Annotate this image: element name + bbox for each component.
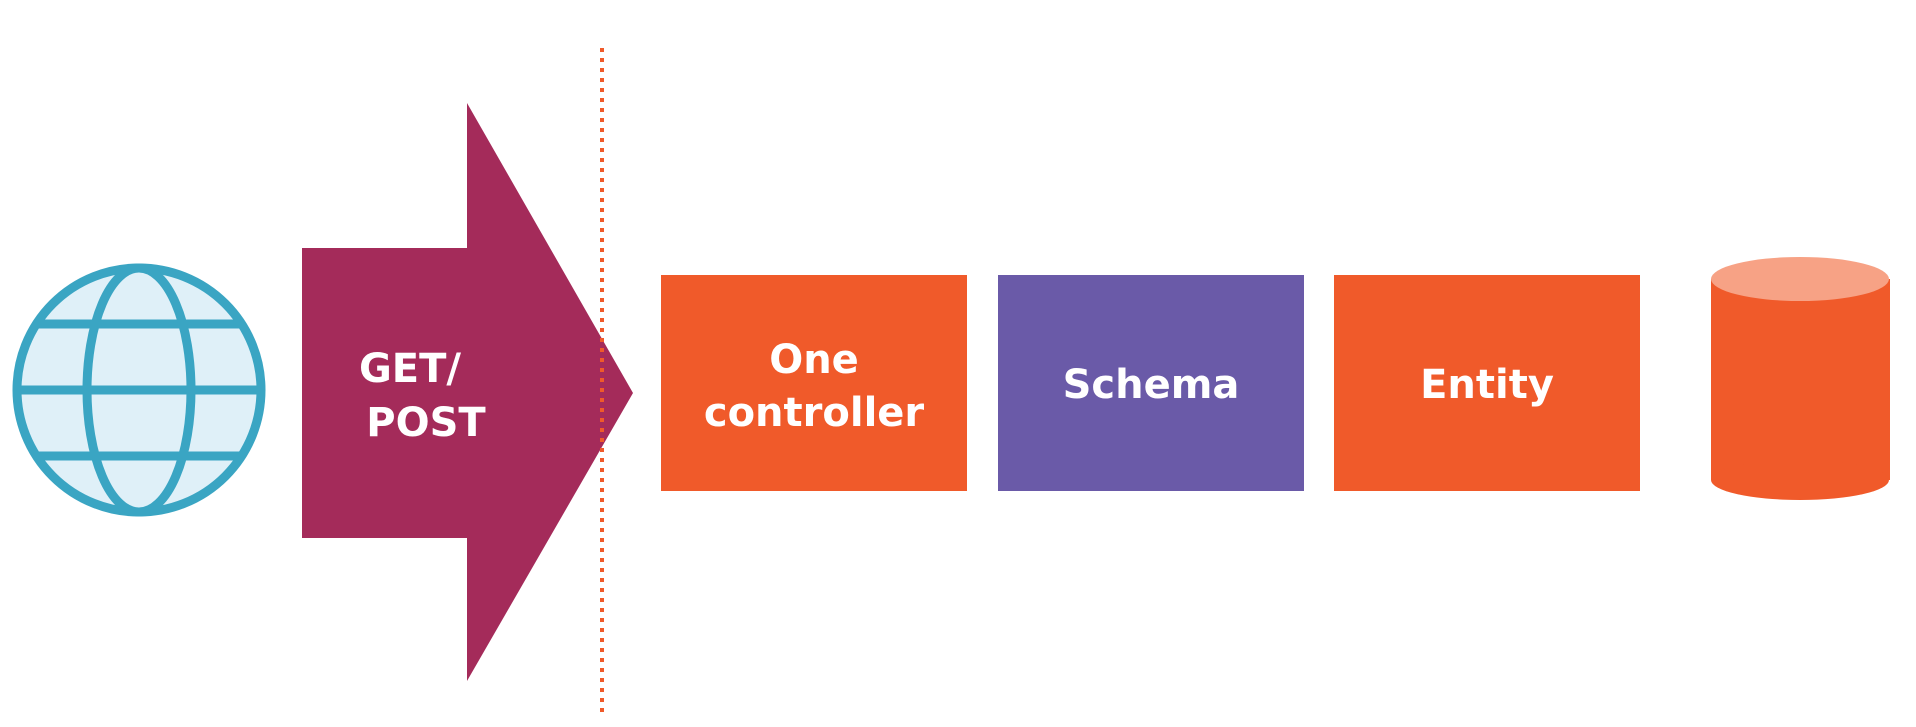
controller-box: One controller <box>661 275 967 491</box>
schema-box: Schema <box>998 275 1304 491</box>
database-icon <box>1711 257 1890 500</box>
globe-icon <box>12 263 266 517</box>
arrow-label-line1: GET/ <box>359 346 461 392</box>
controller-box-label-line1: One <box>769 337 859 383</box>
arrow-label-line2: POST <box>366 400 486 446</box>
entity-box-label: Entity <box>1420 362 1554 408</box>
request-arrow: GET/ POST <box>302 103 633 681</box>
controller-box-label-line2: controller <box>704 390 925 436</box>
schema-box-label: Schema <box>1063 362 1240 408</box>
entity-box: Entity <box>1334 275 1640 491</box>
